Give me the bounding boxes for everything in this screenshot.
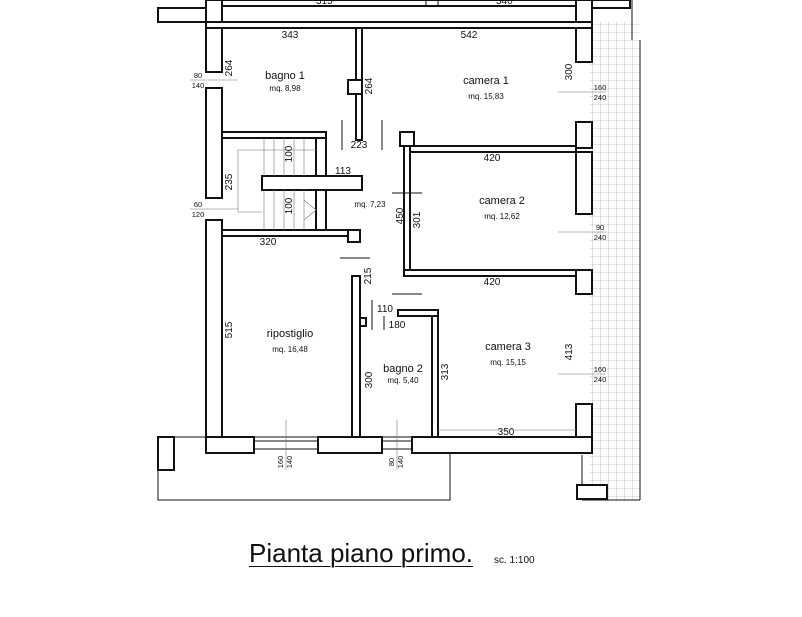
terrace-post-bottom (576, 484, 608, 500)
dim-top-right-cut: 340 (496, 0, 513, 7)
win-camera3-a: 160 (594, 365, 607, 374)
win-camera1-b: 240 (594, 93, 607, 102)
dim-stair-235: 235 (224, 173, 235, 190)
outer-wall-right-1 (575, 121, 593, 149)
outer-wall-right-2 (575, 151, 593, 215)
wall-ripostiglio-right (351, 275, 361, 438)
dim-top-left-cut: 315 (316, 0, 333, 7)
outer-wall-bottom-3 (411, 436, 593, 454)
dim-ripostiglio-height: 515 (224, 321, 235, 338)
room-camera2-name: camera 2 (479, 195, 525, 207)
outer-wall-bottom-1 (205, 436, 255, 454)
terrace-post-top (591, 0, 631, 9)
dim-bagno1-width: 343 (282, 30, 299, 41)
dim-camera1-height: 300 (564, 63, 575, 80)
outer-wall-right-3 (575, 269, 593, 295)
wall-stair-landing (261, 175, 363, 191)
win-bagno2-a: 80 (387, 458, 396, 466)
room-ripostiglio-area: mq. 16,48 (272, 345, 308, 354)
win-camera1-a: 160 (594, 83, 607, 92)
dim-ripostiglio-width: 320 (260, 237, 277, 248)
wall-ripostiglio-top (221, 229, 361, 237)
room-camera1-name: camera 1 (463, 75, 509, 87)
plan-scale: sc. 1:100 (494, 555, 535, 566)
room-camera3-name: camera 3 (485, 341, 531, 353)
win-left-stair-b: 120 (192, 210, 205, 219)
door-marks (340, 120, 422, 330)
outer-wall-bottom-2 (317, 436, 383, 454)
dim-camera3-left: 313 (440, 363, 451, 380)
room-ripostiglio-name: ripostiglio (267, 328, 313, 340)
room-camera1-area: mq. 15,83 (468, 92, 504, 101)
wall-camera1-bottom (407, 145, 577, 153)
wall-camera2-bottom (403, 269, 577, 277)
outer-wall-left-mid (205, 87, 223, 199)
room-camera2-area: mq. 12,62 (484, 212, 520, 221)
dim-corridor-450: 450 (395, 207, 406, 224)
win-ripostiglio-a: 160 (276, 456, 285, 469)
dim-corridor-110: 110 (377, 304, 393, 315)
dim-bagno1-height: 264 (224, 59, 235, 76)
room-bagno2-area: mq. 5,40 (387, 376, 419, 385)
terrace-tiles (590, 22, 640, 500)
wall-bagno1-right (355, 27, 363, 81)
staircase (237, 138, 317, 230)
dim-stair-113: 113 (335, 166, 351, 177)
room-bagno2-name: bagno 2 (383, 363, 423, 375)
dim-bagno2-width: 180 (389, 320, 406, 331)
dim-camera2-height: 301 (412, 211, 423, 228)
wall-bagno2-right (431, 315, 439, 438)
dim-bagno2-height: 300 (364, 371, 375, 388)
win-camera2-a: 90 (596, 223, 604, 232)
balcony-post (157, 436, 175, 471)
win-left-top-a: 80 (194, 71, 202, 80)
room-camera3-area: mq. 15,15 (490, 358, 526, 367)
dim-camera3-height: 413 (564, 343, 575, 360)
room-bagno1-name: bagno 1 (265, 70, 305, 82)
plan-title: Pianta piano primo. (249, 538, 474, 568)
win-left-stair-a: 60 (194, 200, 202, 209)
window-leaders (190, 79, 606, 470)
dim-camera3-width: 420 (484, 277, 501, 288)
top-left-stub (157, 7, 207, 23)
win-camera3-b: 240 (594, 375, 607, 384)
room-disimpegno-area: mq. 7,23 (354, 200, 386, 209)
dim-bagno1-right: 264 (364, 77, 375, 94)
bottom-balcony (157, 436, 451, 501)
dim-corridor-223: 223 (351, 140, 368, 151)
dim-camera2-width: 420 (484, 153, 501, 164)
wall-bagno1-bottom (221, 131, 327, 139)
outer-wall-right-top (575, 27, 593, 63)
dim-camera3-bottom: 350 (498, 427, 515, 438)
dim-stair-top: 100 (284, 145, 295, 162)
outer-wall-left-top (205, 0, 223, 73)
dim-stair-bottom: 100 (284, 197, 295, 214)
dim-camera1-width: 542 (461, 30, 478, 41)
win-left-top-b: 140 (192, 81, 205, 90)
win-bagno2-b: 140 (396, 456, 405, 469)
outer-wall-left-low (205, 219, 223, 454)
win-camera2-b: 240 (594, 233, 607, 242)
room-bagno1-area: mq. 8,98 (269, 84, 301, 93)
top-wall (221, 0, 577, 7)
dim-corridor-215: 215 (363, 267, 374, 284)
win-ripostiglio-b: 140 (285, 456, 294, 469)
